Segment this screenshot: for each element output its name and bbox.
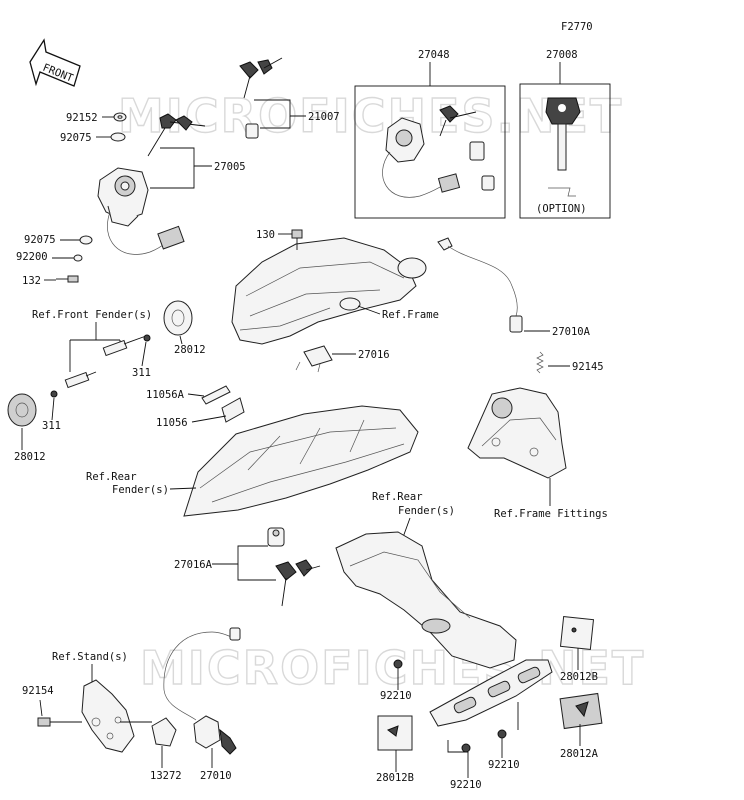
lock-cylinder-27048 — [469, 141, 485, 161]
callout-92210-right: 92210 — [488, 759, 520, 771]
washer-92200 — [73, 254, 83, 262]
nut-92210-bottom — [461, 743, 471, 753]
side-stand-bracket — [81, 679, 135, 753]
bolt-front-right — [102, 335, 147, 357]
spring-92145 — [536, 351, 544, 374]
key-blank-icon — [545, 97, 581, 197]
callout-27010A: 27010A — [552, 326, 591, 338]
ignition-switch-assembly — [97, 167, 185, 255]
nut-92210-right — [497, 729, 507, 739]
ref-rear-fender-right-line1: Ref.Rear — [372, 491, 423, 503]
callout-311-right: 311 — [132, 367, 151, 379]
key-blank-box-27008 — [519, 83, 611, 219]
front-arrow-icon: FRONT — [29, 38, 81, 87]
ignition-switch-27048 — [382, 117, 461, 198]
rear-fender-assembly — [183, 405, 419, 517]
cable-27010A — [437, 237, 523, 333]
callout-92210-bottom: 92210 — [450, 779, 482, 791]
reflector-28012-left — [7, 393, 37, 427]
ref-rear-fender-left-line1: Ref.Rear — [86, 471, 137, 483]
ref-frame: Ref.Frame — [382, 309, 439, 321]
callout-27005: 27005 — [214, 161, 246, 173]
reflector-28012A — [559, 692, 603, 730]
bolt-92154 — [37, 717, 82, 727]
ref-stand: Ref.Stand(s) — [52, 651, 128, 663]
callout-27010: 27010 — [200, 770, 232, 782]
ref-rear-fender-right-line2: Fender(s) — [398, 505, 455, 517]
ref-front-fender: Ref.Front Fender(s) — [32, 309, 152, 321]
watermark-bottom: MICROFICHES.NET — [140, 641, 645, 695]
stand-switch-27010 — [163, 627, 241, 755]
washer-92075-top — [110, 132, 126, 142]
nut-311-left — [50, 390, 58, 398]
bracket-11056A — [201, 385, 231, 405]
callout-92145: 92145 — [572, 361, 604, 373]
reflector-28012B-top — [559, 615, 595, 651]
frame-fittings — [467, 387, 567, 479]
callout-92210-left: 92210 — [380, 690, 412, 702]
frame-assembly — [231, 237, 427, 345]
callout-27008: 27008 — [546, 49, 578, 61]
figure-id: F2770 — [561, 21, 593, 33]
callout-92200: 92200 — [16, 251, 48, 263]
option-label: (OPTION) — [536, 203, 587, 215]
washer-92152 — [113, 112, 127, 122]
callout-132: 132 — [22, 275, 41, 287]
callout-311-left: 311 — [42, 420, 61, 432]
rear-fender-right — [335, 531, 517, 669]
seat-lock-27016A — [267, 527, 285, 547]
washer-92075-bottom — [79, 235, 93, 245]
nut-311-right — [143, 334, 151, 342]
callout-28012B-top: 28012B — [560, 671, 598, 683]
license-bracket — [429, 659, 553, 727]
callout-130: 130 — [256, 229, 275, 241]
callout-28012-right: 28012 — [174, 344, 206, 356]
callout-92152: 92152 — [66, 112, 98, 124]
bolt-132 — [56, 275, 79, 283]
reflector-28012-right — [163, 300, 193, 336]
bolt-front-left — [64, 371, 97, 389]
lock-cylinder-21007 — [245, 123, 259, 139]
watermark-top: MICROFICHES.NET — [118, 89, 623, 143]
ignition-key-icon — [147, 113, 206, 157]
key-21007-icon — [239, 57, 283, 99]
callout-13272: 13272 — [150, 770, 182, 782]
callout-28012B-bottom: 28012B — [376, 772, 414, 784]
bracket-11056 — [221, 397, 245, 423]
callout-11056A: 11056A — [146, 389, 185, 401]
callout-28012A: 28012A — [560, 748, 599, 760]
callout-27016: 27016 — [358, 349, 390, 361]
callout-92154: 92154 — [22, 685, 54, 697]
callout-11056: 11056 — [156, 417, 188, 429]
ref-rear-fender-left-line2: Fender(s) — [112, 484, 169, 496]
callout-92075-bottom: 92075 — [24, 234, 56, 246]
key-27016A-icon — [275, 559, 321, 607]
ref-frame-fittings: Ref.Frame Fittings — [494, 508, 608, 520]
lock-27016 — [295, 345, 333, 373]
bracket-13272 — [151, 717, 177, 747]
callout-27048: 27048 — [418, 49, 450, 61]
nut-92210-left — [393, 659, 403, 669]
lock-cylinder-small-27048 — [481, 175, 495, 191]
callout-92075-top: 92075 — [60, 132, 92, 144]
reflector-28012B-bottom — [377, 715, 413, 751]
callout-28012-left: 28012 — [14, 451, 46, 463]
key-27048-icon — [439, 105, 477, 137]
callout-27016A: 27016A — [174, 559, 213, 571]
callout-21007: 21007 — [308, 111, 340, 123]
